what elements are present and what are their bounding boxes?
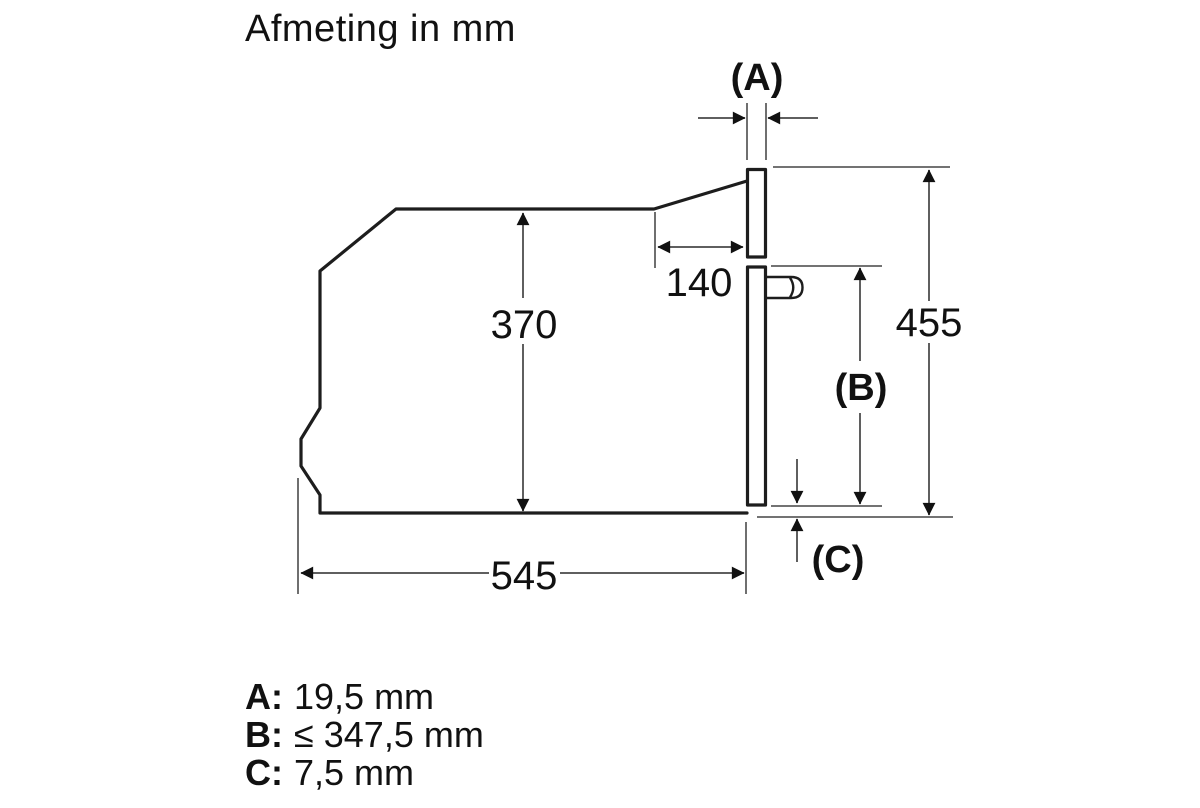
legend-c-key: C: <box>245 752 283 793</box>
label-dim-455: 455 <box>896 301 963 345</box>
label-dim-370: 370 <box>491 303 558 347</box>
legend-line-c: C: 7,5 mm <box>245 752 414 793</box>
appliance-outline-group <box>299 167 804 515</box>
control-knob <box>766 275 804 300</box>
dimension-legend: A: 19,5 mm B: ≤ 347,5 mm C: 7,5 mm <box>245 676 484 793</box>
legend-c-value: 7,5 mm <box>294 752 414 793</box>
page-title: Afmeting in mm <box>245 8 516 50</box>
extension-lines <box>297 103 953 594</box>
front-panel-upper <box>745 167 768 259</box>
front-panel-lower <box>745 265 768 507</box>
label-dim-140: 140 <box>666 261 733 305</box>
legend-line-b: B: ≤ 347,5 mm <box>245 714 484 755</box>
dimension-arrows <box>300 111 936 580</box>
legend-a-key: A: <box>245 676 283 717</box>
legend-b-key: B: <box>245 714 283 755</box>
label-dim-b: (B) <box>835 367 888 409</box>
legend-line-a: A: 19,5 mm <box>245 676 434 717</box>
oven-body-outline <box>299 179 749 515</box>
legend-a-value: 19,5 mm <box>294 676 434 717</box>
label-dim-c: (C) <box>812 539 865 581</box>
label-dim-545: 545 <box>491 554 558 598</box>
legend-b-value: ≤ 347,5 mm <box>294 714 484 755</box>
dimension-labels: (A) 140 370 455 (B) (C) 545 <box>491 57 963 598</box>
control-knob-cap-line <box>788 277 795 298</box>
label-dim-a: (A) <box>731 57 784 99</box>
